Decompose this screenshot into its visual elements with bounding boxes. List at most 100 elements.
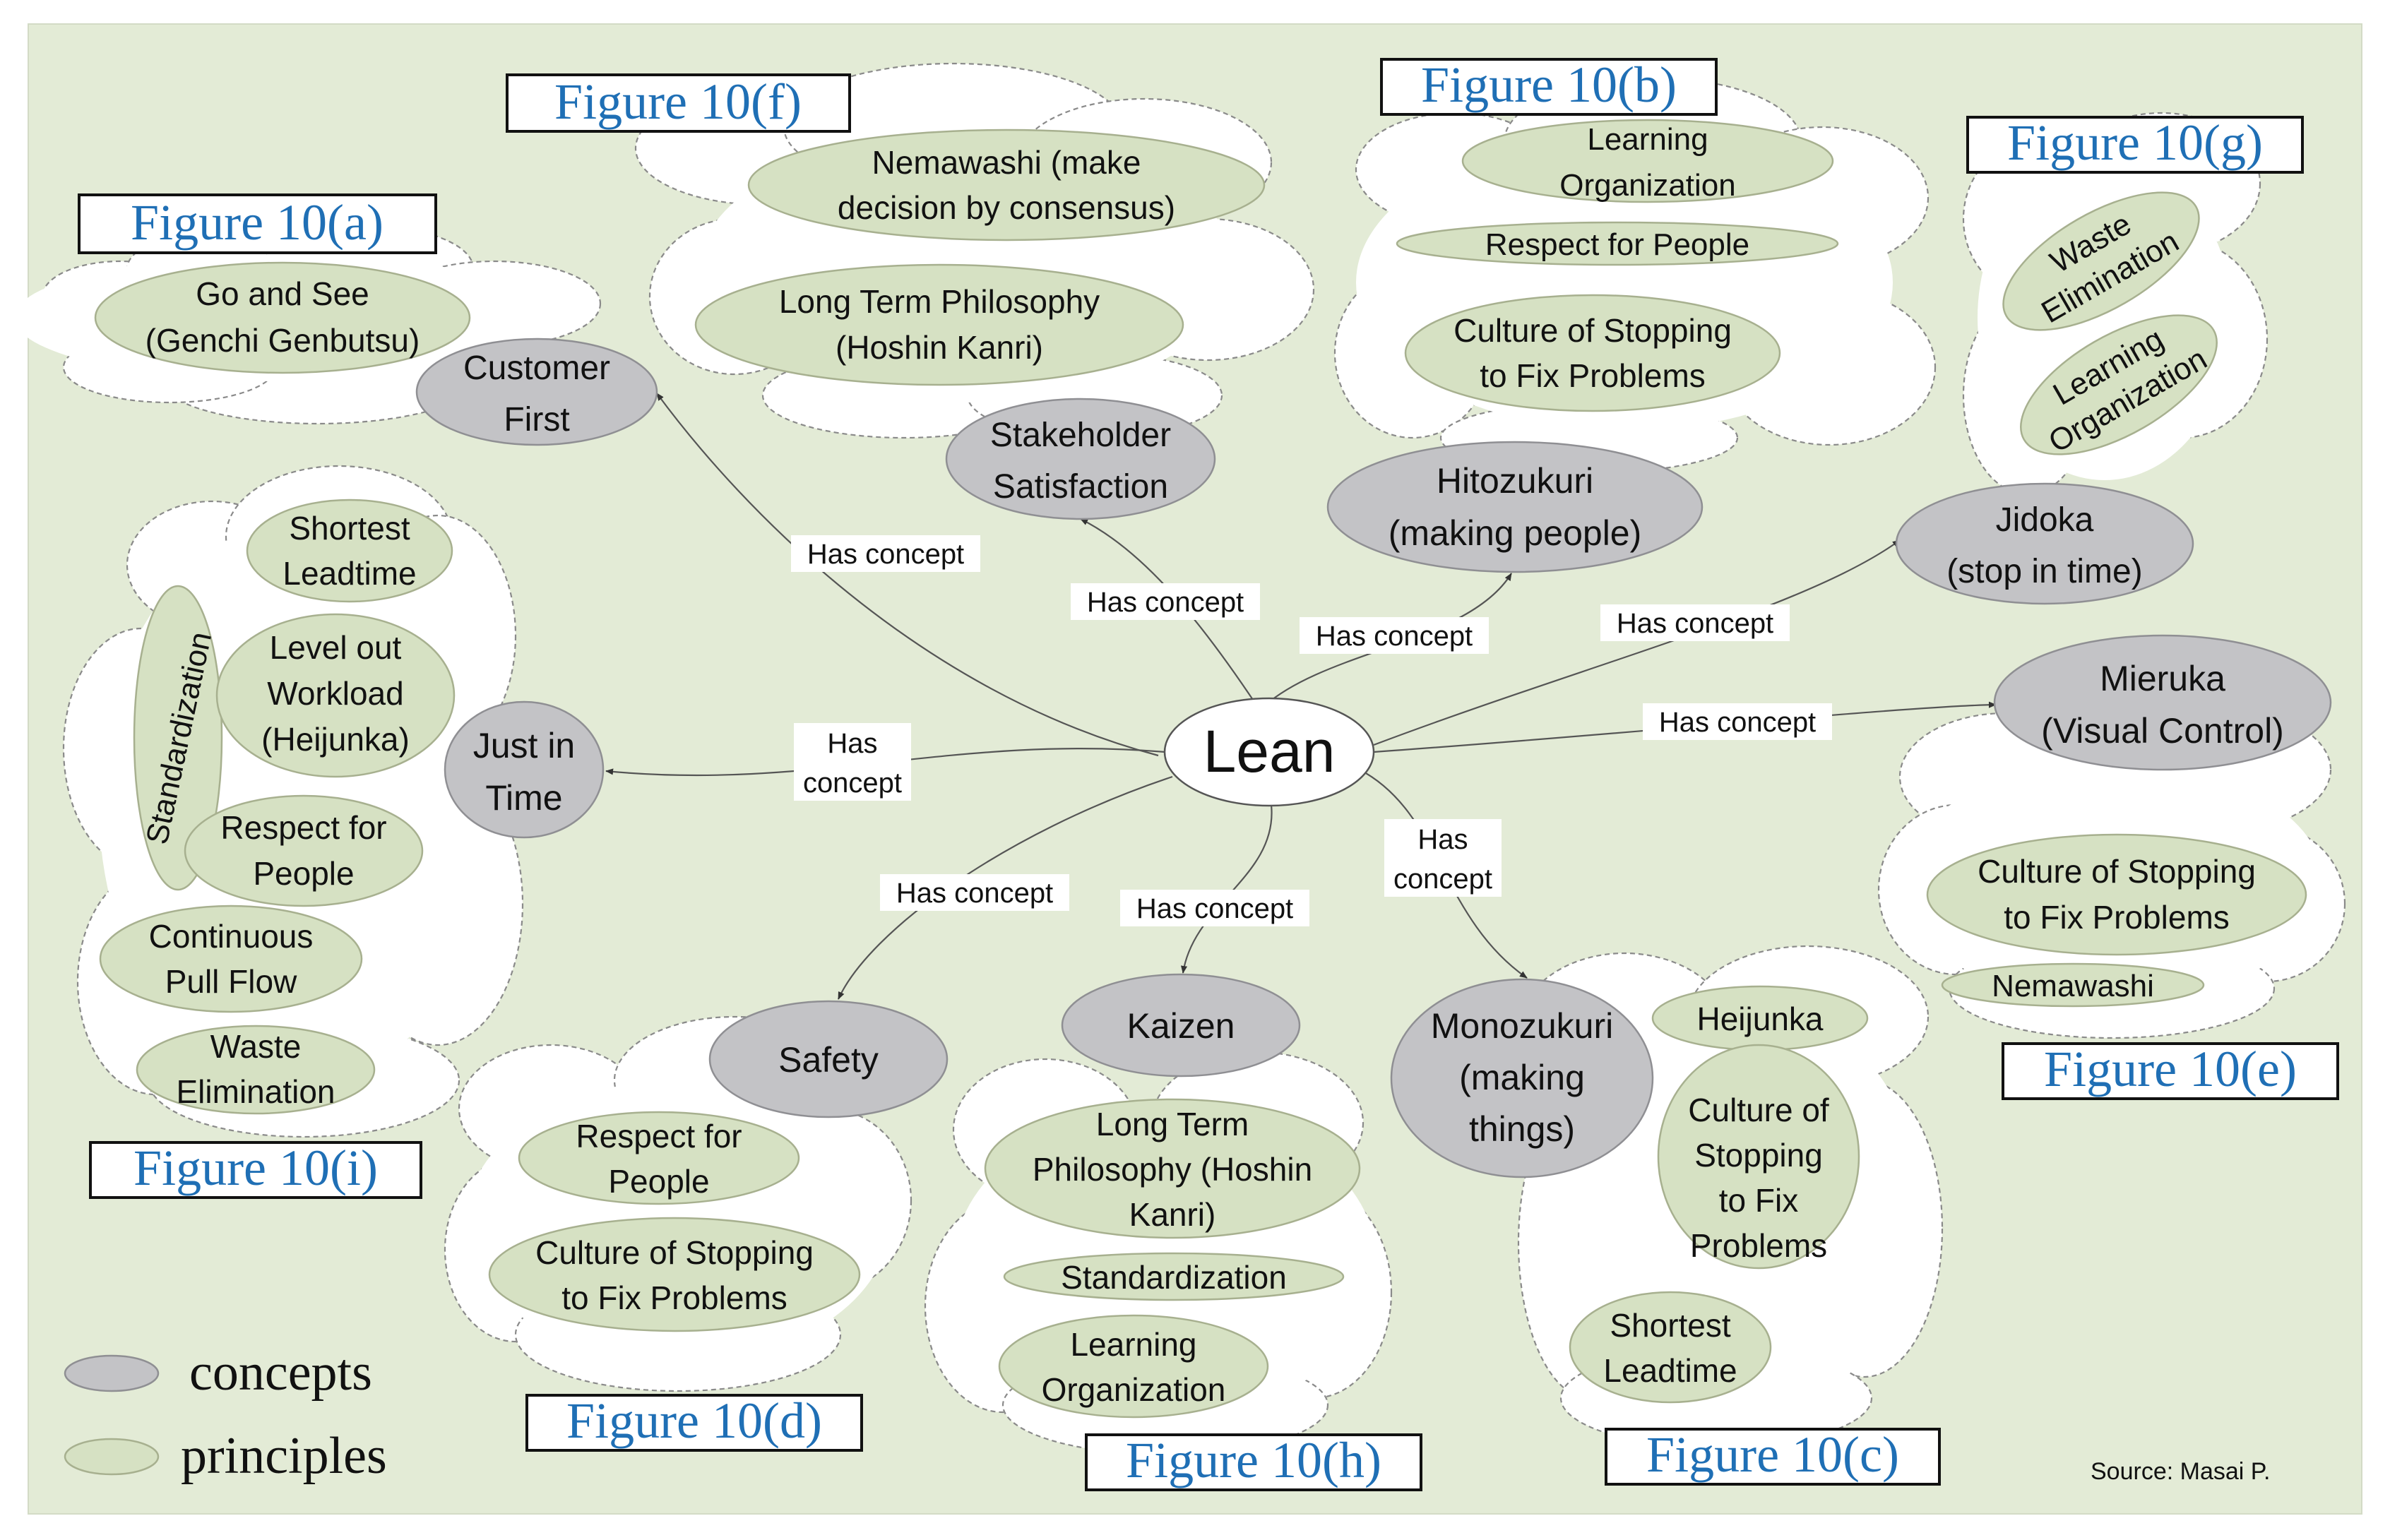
principle-label-line2: Pull Flow — [165, 963, 297, 1000]
concept-mieruka: Mieruka (Visual Control) — [1993, 634, 2332, 771]
figure-label-text: Figure 10(f) — [554, 73, 802, 130]
concept-label-line2: Time — [485, 778, 562, 818]
figure-label-text: Figure 10(b) — [1421, 56, 1677, 113]
edge-label-text-line1: Has — [1417, 824, 1468, 855]
concept-monozukuri: Monozukuri (making things) — [1390, 978, 1654, 1178]
principle-h-standardization: Standardization — [1003, 1252, 1345, 1301]
legend-item-concepts: concepts — [64, 1344, 372, 1402]
edge-label-text: Has concept — [1617, 608, 1773, 639]
concept-label: Safety — [778, 1040, 879, 1080]
principle-i-waste-elimination: Waste Elimination — [136, 1025, 376, 1115]
principle-i-respect-for-people: Respect for People — [184, 794, 424, 907]
principle-label-line2: People — [253, 855, 354, 892]
principle-label-line2: Organization — [1559, 168, 1735, 203]
concept-label-line1: Just in — [473, 726, 576, 765]
principle-label-line1: Shortest — [289, 510, 410, 547]
edge-label-mieruka: Has concept — [1643, 703, 1832, 740]
principle-label-line2: Leadtime — [1603, 1352, 1737, 1389]
concept-label-line2: First — [504, 401, 569, 438]
principle-label-line2: Philosophy (Hoshin — [1033, 1151, 1312, 1188]
principle-label-line1: Learning — [1070, 1326, 1196, 1363]
principle-label: Respect for People — [1485, 227, 1749, 262]
edge-label-just-in-time: Has concept — [794, 723, 911, 801]
figure-label-text: Figure 10(i) — [133, 1140, 378, 1196]
principle-label-line1: Shortest — [1610, 1307, 1731, 1344]
center-node-lean: Lean — [1163, 697, 1375, 807]
legend-item-principles: principles — [64, 1427, 387, 1485]
principle-e-culture-of-stopping: Culture of Stopping to Fix Problems — [1926, 833, 2307, 956]
concept-just-in-time: Just in Time — [444, 700, 605, 839]
principle-label-line2: to Fix Problems — [561, 1279, 787, 1316]
principle-label: Standardization — [1061, 1259, 1287, 1296]
source-note: Source: Masai P. — [2091, 1458, 2271, 1485]
legend-label-principles: principles — [181, 1427, 387, 1485]
principle-f-nemawashi: Nemawashi (make decision by consensus) — [747, 129, 1266, 241]
figure-label-text: Figure 10(a) — [131, 194, 384, 251]
figure-label-i: Figure 10(i) — [89, 1140, 422, 1199]
principle-label-line1: Level out — [270, 629, 402, 666]
principle-label-line1: Go and See — [196, 275, 369, 312]
principle-label-line2: Workload — [267, 675, 403, 712]
principle-label: Nemawashi — [1992, 969, 2154, 1003]
figure-label-c: Figure 10(c) — [1605, 1426, 1941, 1486]
principle-label-line2: Organization — [1042, 1371, 1226, 1408]
concept-label-line2: (making people) — [1389, 513, 1642, 553]
edge-label-stakeholder: Has concept — [1071, 583, 1260, 620]
principle-label-line1: Respect for — [576, 1118, 742, 1154]
principle-label-line2: People — [608, 1163, 709, 1200]
figure-label-g: Figure 10(g) — [1966, 114, 2304, 174]
principle-a-go-and-see: Go and See (Genchi Genbutsu) — [94, 261, 471, 374]
concept-label-line3: things) — [1469, 1109, 1575, 1149]
principle-label-line2: to Fix Problems — [1480, 357, 1706, 394]
concept-label-line1: Monozukuri — [1431, 1006, 1613, 1046]
edge-label-kaizen: Has concept — [1120, 890, 1309, 926]
principle-i-shortest-leadtime: Shortest Leadtime — [246, 499, 453, 603]
principle-label-line2: decision by consensus) — [838, 189, 1175, 226]
principle-d-respect-for-people: Respect for People — [518, 1111, 800, 1205]
edge-label-monozukuri: Has concept — [1384, 819, 1502, 897]
concept-label-line2: (Visual Control) — [2041, 711, 2284, 751]
concept-label-line2: (making — [1459, 1058, 1585, 1097]
concept-label: Kaizen — [1127, 1006, 1235, 1046]
legend: concepts principles — [64, 1344, 387, 1485]
concept-label-line1: Mieruka — [2100, 659, 2225, 698]
concept-label-line2: (stop in time) — [1946, 553, 2142, 590]
edge-label-text-line2: concept — [803, 768, 902, 799]
principle-c-shortest-leadtime: Shortest Leadtime — [1569, 1291, 1772, 1404]
principle-label-line2: Elimination — [177, 1073, 335, 1110]
figure-labels: Figure 10(a) Figure 10(f) Figure 10(b) F… — [78, 56, 2339, 1491]
principle-g-learning-organization: Learning Organization — [2020, 314, 2218, 460]
principle-label: Heijunka — [1697, 1001, 1824, 1037]
principle-label-line3: (Heijunka) — [261, 721, 410, 758]
figure-label-text: Figure 10(d) — [566, 1392, 822, 1449]
principle-label-line1: Learning — [1587, 122, 1708, 157]
principle-label-line1: Long Term Philosophy — [779, 283, 1100, 320]
principle-label-line2: (Hoshin Kanri) — [836, 329, 1043, 366]
principle-label-line1: Culture of Stopping — [1978, 853, 2256, 890]
concept-nodes: Customer First Stakeholder Satisfaction … — [415, 338, 2332, 1178]
principle-h-learning-organization: Learning Organization — [998, 1314, 1269, 1419]
figure-label-text: Figure 10(c) — [1646, 1426, 1899, 1483]
principle-label-line1: Respect for — [220, 809, 386, 846]
edge-label-text: Has concept — [1316, 621, 1473, 652]
concept-label-line1: Hitozukuri — [1437, 461, 1593, 501]
principle-label-line2: Leadtime — [283, 555, 416, 592]
edge-label-text: Has concept — [807, 539, 964, 570]
principle-label-line2: (Genchi Genbutsu) — [145, 322, 420, 359]
edge-label-text-line1: Has — [827, 728, 877, 759]
principle-label-line1: Culture of Stopping — [535, 1234, 814, 1271]
principle-i-continuous-pull-flow: Continuous Pull Flow — [99, 905, 363, 1013]
principle-label-line3: to Fix — [1719, 1182, 1798, 1219]
concept-kaizen: Kaizen — [1061, 973, 1301, 1078]
principle-b-respect-for-people: Respect for People — [1396, 221, 1839, 266]
edge-label-text: Has concept — [1087, 587, 1244, 618]
concept-label-line1: Stakeholder — [990, 417, 1171, 454]
edge-label-hitozukuri: Has concept — [1300, 617, 1489, 654]
edge-label-text-line2: concept — [1393, 864, 1492, 895]
principle-d-culture-of-stopping: Culture of Stopping to Fix Problems — [488, 1217, 861, 1332]
principle-label-line1: Nemawashi (make — [872, 144, 1141, 181]
concept-hitozukuri: Hitozukuri (making people) — [1326, 441, 1704, 573]
figure-label-e: Figure 10(e) — [2002, 1041, 2339, 1100]
principle-h-long-term-philosophy: Long Term Philosophy (Hoshin Kanri) — [984, 1098, 1361, 1239]
